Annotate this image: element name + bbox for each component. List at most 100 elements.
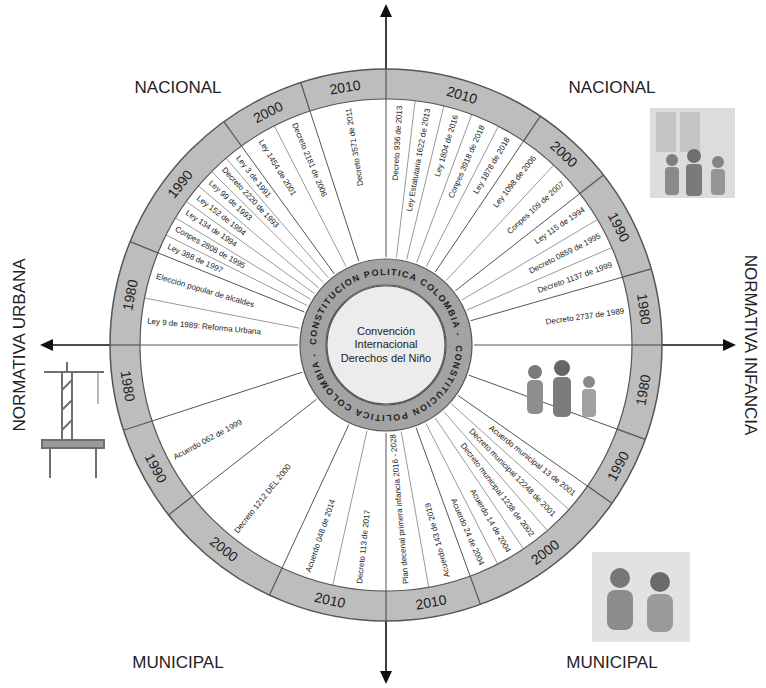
band-divider [130, 242, 158, 253]
center-text: Convención Internacional Derechos del Ni… [338, 325, 434, 365]
law-label: Decreto 2737 de 1989 [545, 308, 625, 327]
band-divider [269, 568, 282, 595]
decade-label: 1990 [142, 450, 169, 484]
sector-divider [455, 194, 580, 291]
band-divider [301, 83, 310, 112]
law-label: Ley Estatutaria 1622 de 2013 [406, 108, 432, 212]
decade-label: 1980 [120, 279, 140, 312]
window [680, 112, 700, 152]
law-label: Decreto 113 de 2017 [356, 509, 372, 584]
law-label: Decreto 3571 de 2011 [345, 108, 365, 187]
decade-label: 2000 [207, 534, 240, 564]
decade-label: 2010 [445, 84, 479, 106]
law-divider [274, 126, 346, 267]
sector-lines [110, 69, 662, 621]
band-divider [224, 122, 242, 146]
crane-illustration [42, 362, 104, 478]
band-divider [524, 116, 541, 141]
band-divider [588, 486, 613, 503]
law-divider [407, 106, 444, 260]
figure-body [665, 167, 679, 195]
band-divider [622, 269, 651, 277]
law-label: Elección popular de alcaldes [155, 273, 255, 310]
arrowhead [380, 671, 392, 684]
decade-label: 2000 [250, 99, 284, 126]
band-divider [169, 496, 193, 514]
children-illustration [527, 360, 596, 417]
decade-label: 1980 [119, 369, 138, 402]
figure-head [650, 572, 670, 592]
law-label: Ley 115 de 1994 [533, 206, 586, 246]
band-divider [580, 175, 604, 193]
inner-disc [140, 99, 632, 591]
figure-body [582, 389, 596, 417]
figure-head [712, 156, 724, 168]
photo-ground [592, 552, 690, 642]
figure-body [527, 380, 543, 414]
law-label: Acuerdo 048 de 2014 [305, 498, 337, 573]
law-label: Ley 99 de 1993 [206, 180, 252, 223]
decade-label: 1990 [165, 168, 195, 201]
photo-ground [650, 108, 735, 198]
law-label: Ley 1804 de 2016 [434, 114, 460, 178]
decade-label: 2010 [313, 590, 346, 610]
circle-outline [327, 286, 445, 404]
arrowhead [723, 339, 736, 351]
arrowhead [380, 4, 392, 17]
quadrant-label: MUNICIPAL [132, 654, 223, 673]
ring-outline [300, 259, 472, 431]
law-divider [462, 220, 598, 301]
crane-jib [44, 362, 104, 372]
decade-label: 2010 [415, 592, 448, 611]
crane-cable [98, 372, 99, 404]
quadrant-label: NORMATIVA INFANCIA [741, 255, 760, 436]
sector-divider [192, 399, 317, 496]
figure-head [687, 149, 701, 163]
crane-tower [62, 372, 72, 440]
decade-label: 1990 [605, 209, 632, 243]
band-divider [617, 429, 645, 439]
axis-arrowheads [40, 4, 736, 684]
children-photo [592, 552, 690, 642]
sector-divider [152, 372, 302, 421]
law-divider [426, 126, 498, 267]
sector-divider [435, 141, 523, 272]
decade-label: 1990 [604, 448, 631, 482]
band-divider [385, 591, 386, 621]
figure-head [554, 360, 570, 376]
sector-divider [469, 375, 617, 429]
quadrant-label: NACIONAL [569, 79, 656, 98]
figure-body [647, 594, 673, 632]
law-label: Ley 9 de 1989: Reforma Urbana [147, 318, 262, 337]
figure-head [666, 154, 678, 166]
quadrant-label: NACIONAL [135, 79, 222, 98]
law-label: Acuerdo 143 de 2019 [424, 502, 452, 578]
axes [50, 14, 726, 674]
law-label: Decreto 936 de 2013 [392, 105, 404, 180]
decade-label: 1980 [633, 374, 652, 407]
sector-divider [474, 345, 632, 346]
sector-divider [140, 345, 298, 346]
constitution-ring: CONSTITUCION POLITICA COLOMBIA -CONSTITU… [300, 259, 472, 431]
band-divider [110, 344, 140, 345]
sector-divider [386, 99, 387, 257]
bridge-pillars [50, 448, 96, 478]
decade-band [110, 69, 662, 621]
law-label: Decreto 1212 DEL 2000 [234, 463, 294, 535]
law-label: Ley 1098 de 2006 [492, 155, 538, 210]
figure-body [686, 164, 702, 196]
decade-label: 2000 [528, 537, 561, 567]
decade-label: 2010 [329, 78, 362, 97]
decade-label: 2000 [548, 138, 580, 169]
quadrant-label: NORMATIVA URBANA [11, 258, 30, 431]
figure-head [583, 376, 595, 388]
people-photo [650, 108, 735, 198]
band-divider [632, 344, 662, 345]
window [656, 112, 676, 152]
band-divider [124, 421, 153, 430]
figure-body [711, 169, 725, 195]
law-label: Plan decenal primera infancia 2016 - 202… [390, 434, 411, 584]
figure-head [528, 365, 542, 379]
band-divider [470, 576, 480, 604]
